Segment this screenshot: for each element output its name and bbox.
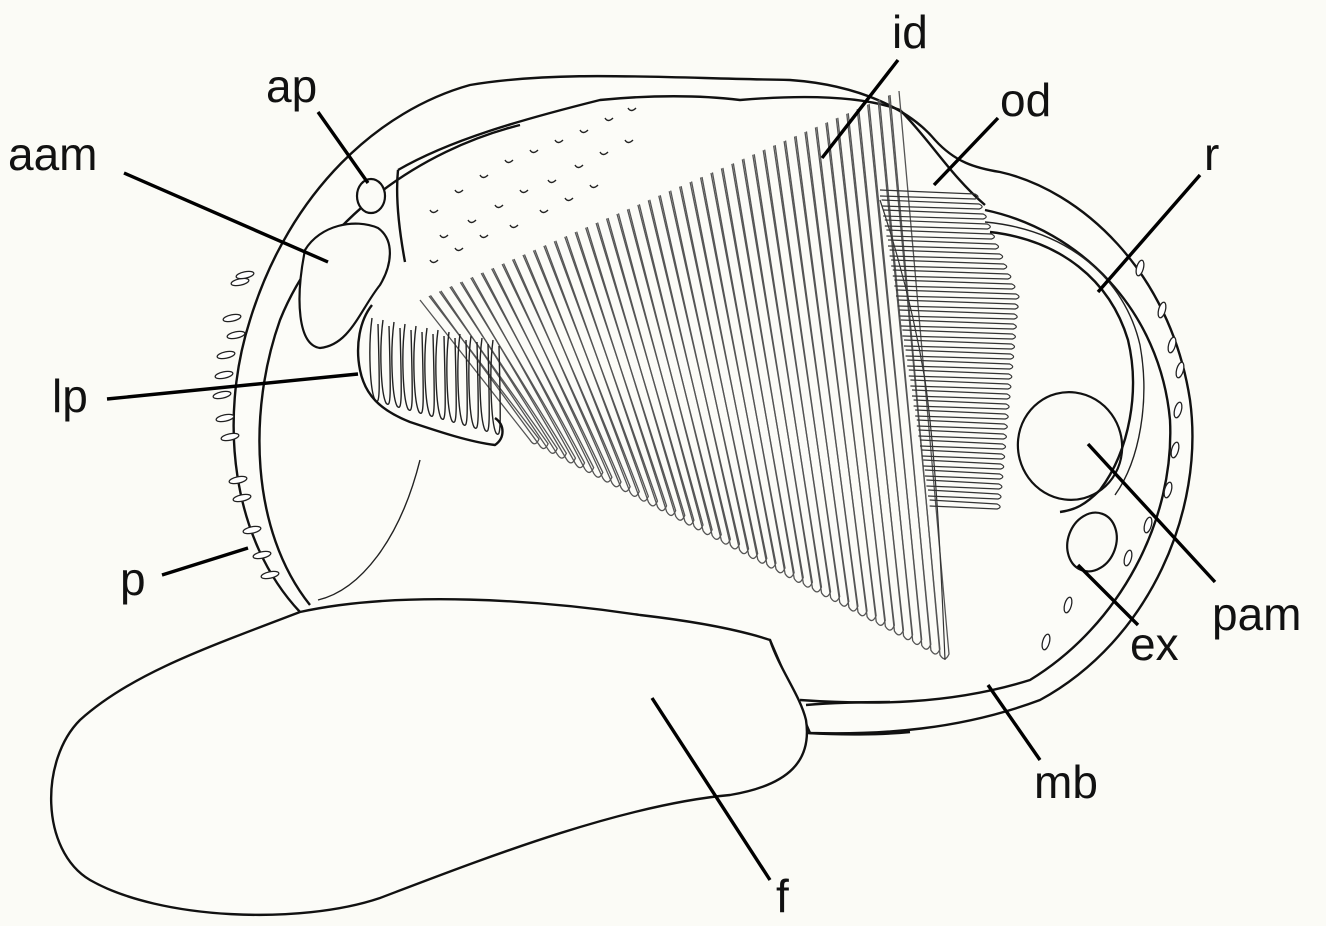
papilla	[223, 313, 242, 323]
label-id: id	[892, 6, 928, 58]
papilla	[215, 370, 234, 380]
leader-r	[1098, 175, 1200, 292]
label-ap: ap	[266, 60, 317, 112]
foot	[51, 599, 807, 915]
anterior-pedal-retractor	[357, 179, 385, 213]
papilla	[236, 270, 255, 280]
leader-p	[162, 548, 248, 575]
label-od: od	[1000, 74, 1051, 126]
label-aam: aam	[8, 128, 97, 180]
label-r: r	[1204, 128, 1219, 180]
papilla	[217, 350, 236, 360]
label-pam: pam	[1212, 588, 1301, 640]
papilla	[1135, 259, 1146, 276]
label-mb: mb	[1034, 756, 1098, 808]
label-ex: ex	[1130, 618, 1179, 670]
label-lp: lp	[52, 370, 88, 422]
label-f: f	[776, 870, 789, 922]
papilla	[227, 330, 246, 340]
papilla	[216, 413, 235, 423]
label-p: p	[120, 553, 146, 605]
papilla	[213, 390, 232, 400]
